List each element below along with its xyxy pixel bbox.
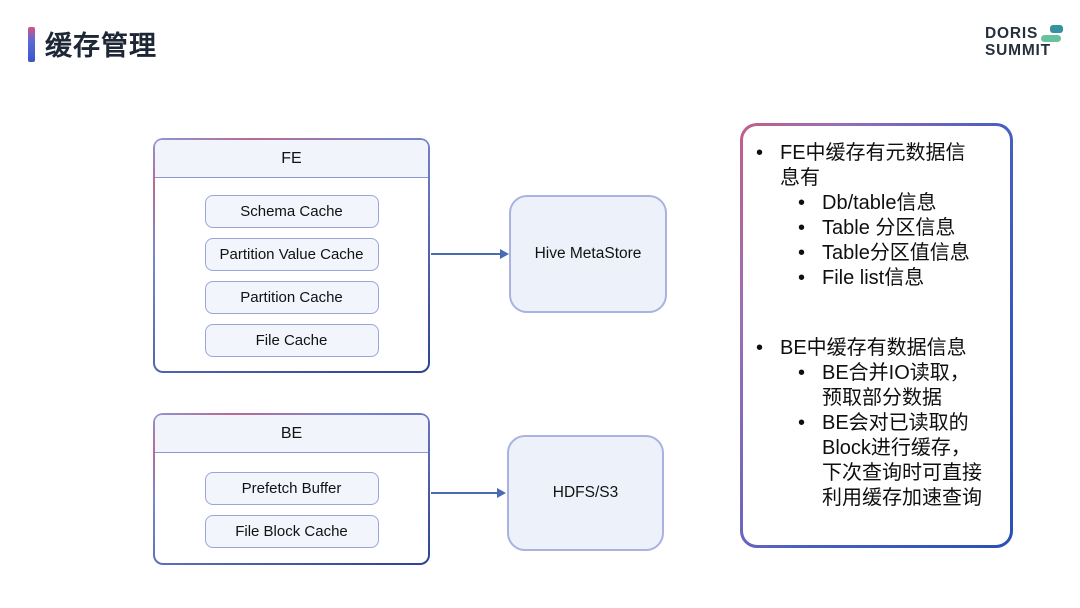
arrow-be-to-hdfs <box>431 487 506 499</box>
bullet-icon: • <box>798 412 806 434</box>
note-line: 预取部分数据 <box>822 387 942 409</box>
notes-panel: • FE中缓存有元数据信 息有 • Db/table信息 • Table 分区信… <box>740 123 1013 548</box>
hdfs-s3-node: HDFS/S3 <box>507 435 664 551</box>
logo-text-doris: DORIS <box>985 25 1039 42</box>
note-line: FE中缓存有元数据信 <box>780 142 966 164</box>
note-line: Table 分区信息 <box>822 217 956 239</box>
be-group-title: BE <box>155 415 428 453</box>
note-subitem-table-partition: • Table 分区信息 <box>798 216 1002 241</box>
fe-cache-item-schema: Schema Cache <box>204 195 379 228</box>
hive-metastore-node: Hive MetaStore <box>509 195 667 313</box>
doris-summit-logo: DORIS SUMMIT <box>985 25 1064 59</box>
note-line: Db/table信息 <box>822 192 937 214</box>
fe-group-title: FE <box>155 140 428 178</box>
note-line: File list信息 <box>822 267 925 289</box>
logo-icon-top-shape <box>1050 25 1064 33</box>
note-subitem-be-block-cache: • BE会对已读取的 Block进行缓存， 下次查询时可直接 利用缓存加速查询 <box>798 411 1002 511</box>
note-line: 利用缓存加速查询 <box>822 487 982 509</box>
bullet-icon: • <box>756 142 764 164</box>
bullet-icon: • <box>798 242 806 264</box>
title-accent-bar <box>28 27 35 62</box>
fe-group-body: Schema Cache Partition Value Cache Parti… <box>155 178 428 357</box>
arrow-head-icon <box>500 249 509 259</box>
fe-cache-item-partition-value: Partition Value Cache <box>204 238 379 271</box>
note-subitem-table-partition-value: • Table分区值信息 <box>798 241 1002 266</box>
bullet-icon: • <box>756 337 764 359</box>
note-line: 息有 <box>780 167 820 189</box>
bullet-icon: • <box>798 362 806 384</box>
bullet-icon: • <box>798 217 806 239</box>
arrow-fe-to-hive <box>431 248 509 260</box>
arrow-head-icon <box>497 488 506 498</box>
logo-text-summit: SUMMIT <box>985 42 1051 59</box>
bullet-icon: • <box>798 267 806 289</box>
fe-cache-item-file: File Cache <box>204 324 379 357</box>
be-group-box: BE Prefetch Buffer File Block Cache <box>153 413 430 565</box>
note-line: BE合并IO读取， <box>822 362 970 384</box>
be-cache-item-prefetch-buffer: Prefetch Buffer <box>204 472 379 505</box>
note-bullet-be: • BE中缓存有数据信息 <box>756 336 1002 361</box>
page-title: 缓存管理 <box>45 31 157 61</box>
logo-icon-bottom-shape <box>1041 34 1062 42</box>
fe-group-box: FE Schema Cache Partition Value Cache Pa… <box>153 138 430 373</box>
notes-section-be: • BE中缓存有数据信息 • BE合并IO读取， 预取部分数据 • BE会对已读… <box>756 336 1002 511</box>
arrow-shaft <box>431 492 498 494</box>
bullet-icon: • <box>798 192 806 214</box>
note-subitem-be-io: • BE合并IO读取， 预取部分数据 <box>798 361 1002 411</box>
note-line: BE中缓存有数据信息 <box>780 337 967 359</box>
note-line: 下次查询时可直接 <box>822 462 982 484</box>
be-group-body: Prefetch Buffer File Block Cache <box>155 453 428 548</box>
note-line: BE会对已读取的 <box>822 412 969 434</box>
note-bullet-fe: • FE中缓存有元数据信 息有 <box>756 141 1002 191</box>
note-subitem-db-table: • Db/table信息 <box>798 191 1002 216</box>
arrow-shaft <box>431 253 501 255</box>
note-line: Table分区值信息 <box>822 242 970 264</box>
fe-cache-item-partition: Partition Cache <box>204 281 379 314</box>
doris-logo-icon <box>1041 25 1064 42</box>
note-line: Block进行缓存， <box>822 437 971 459</box>
notes-section-fe: • FE中缓存有元数据信 息有 • Db/table信息 • Table 分区信… <box>756 141 1002 291</box>
be-cache-item-file-block-cache: File Block Cache <box>204 515 379 548</box>
note-subitem-file-list: • File list信息 <box>798 266 1002 291</box>
